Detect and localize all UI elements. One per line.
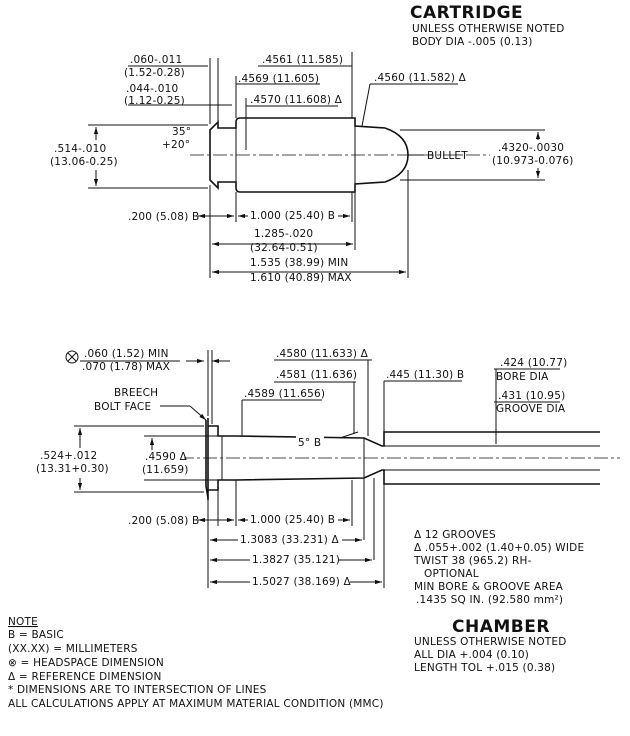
rim-thickness-1: .060-.011 xyxy=(130,54,182,66)
body-mid-dia: .4570 (11.608) Δ xyxy=(250,94,343,106)
rim-dia-2: (13.06-0.25) xyxy=(50,156,118,168)
cartridge-outline xyxy=(190,117,520,193)
headspace-max: .070 (1.78) MAX xyxy=(82,361,170,373)
chamber-dia-2: .4581 (11.636) xyxy=(276,369,357,381)
mouth-dia: .4560 (11.582) Δ xyxy=(374,72,467,84)
note-title: NOTE xyxy=(8,616,38,628)
note-line-2: (XX.XX) = MILLIMETERS xyxy=(8,643,138,655)
rim-groove-1: .044-.010 xyxy=(126,83,178,95)
rim-dia-1: .514-.010 xyxy=(54,143,106,155)
rim-thickness-2: (1.52-0.28) xyxy=(124,67,185,79)
bore-dia-2: BORE DIA xyxy=(496,371,549,383)
chamber-section: .060 (1.52) MIN .070 (1.78) MAX .4580 (1… xyxy=(30,348,620,674)
body-near-dia: .4561 (11.585) xyxy=(262,54,343,66)
cartridge-dims: .060-.011 (1.52-0.28) .044-.010 (1.12-0.… xyxy=(48,52,574,284)
chamber-note-3: LENGTH TOL +.015 (0.38) xyxy=(414,662,555,674)
recess-dia-2: (13.31+0.30) xyxy=(36,463,109,475)
throat-dia: .445 (11.30) B xyxy=(386,369,464,381)
cart-basic-len: 1.000 (25.40) B xyxy=(250,210,335,222)
rim-angle-2: +20° xyxy=(162,139,190,151)
case-len-2: (32.64-0.51) xyxy=(250,242,318,254)
chamber-title: CHAMBER xyxy=(452,617,550,637)
bullet-dia-2: (10.973-0.076) xyxy=(492,155,574,167)
chamber-angle: 5° B xyxy=(298,437,321,449)
chamber-note-1: UNLESS OTHERWISE NOTED xyxy=(414,636,567,648)
oal-min: 1.535 (38.99) MIN xyxy=(250,257,348,269)
rifling-line-6: .1435 SQ IN. (92.580 mm²) xyxy=(416,594,563,606)
cart-base-dim: .200 (5.08) B xyxy=(128,211,199,223)
breech-label-2: BOLT FACE xyxy=(94,401,151,413)
cartridge-note-2: BODY DIA -.005 (0.13) xyxy=(412,36,533,48)
bullet-label: BULLET xyxy=(427,150,468,162)
rifling-line-5: MIN BORE & GROOVE AREA xyxy=(414,581,564,593)
chamber-body-2: (11.659) xyxy=(142,464,189,476)
note-line-1: B = BASIC xyxy=(8,629,64,641)
body-rim-dia: .4569 (11.605) xyxy=(238,73,319,85)
rim-angle-1: 35° xyxy=(172,126,191,138)
cartridge-note-1: UNLESS OTHERWISE NOTED xyxy=(412,23,565,35)
chamber-len-2: 1.3827 (35.121) xyxy=(252,554,340,566)
cartridge-title: CARTRIDGE xyxy=(410,3,523,23)
groove-dia-1: .431 (10.95) xyxy=(498,390,565,402)
rifling-line-4: OPTIONAL xyxy=(424,568,479,580)
chamber-basic-len: 1.000 (25.40) B xyxy=(250,514,335,526)
chamber-note-2: ALL DIA +.004 (0.10) xyxy=(414,649,529,661)
oal-max: 1.610 (40.89) MAX xyxy=(250,272,352,284)
rifling-notes: Δ 12 GROOVES Δ .055+.002 (1.40+0.05) WID… xyxy=(413,529,584,606)
groove-dia-2: GROOVE DIA xyxy=(496,403,566,415)
bore-dia-1: .424 (10.77) xyxy=(500,357,567,369)
rifling-line-2: Δ .055+.002 (1.40+0.05) WIDE xyxy=(414,542,584,554)
general-note: NOTE B = BASIC (XX.XX) = MILLIMETERS ⊗ =… xyxy=(8,616,384,710)
chamber-base-dim: .200 (5.08) B xyxy=(128,515,199,527)
chamber-len-3: 1.5027 (38.169) Δ xyxy=(252,576,352,588)
note-line-4: Δ = REFERENCE DIMENSION xyxy=(8,671,162,683)
rifling-line-1: Δ 12 GROOVES xyxy=(414,529,496,541)
rifling-line-3: TWIST 38 (965.2) RH- xyxy=(413,555,532,567)
chamber-dia-3: .4589 (11.656) xyxy=(244,388,325,400)
chamber-len-1: 1.3083 (33.231) Δ xyxy=(240,534,340,546)
chamber-dims: .060 (1.52) MIN .070 (1.78) MAX .4580 (1… xyxy=(30,348,567,588)
rim-groove-2: (1.12-0.25) xyxy=(124,95,185,107)
case-len-1: 1.285-.020 xyxy=(254,228,313,240)
bullet-dia-1: .4320-.0030 xyxy=(498,142,564,154)
chamber-outline xyxy=(180,418,620,500)
note-line-5: * DIMENSIONS ARE TO INTERSECTION OF LINE… xyxy=(8,684,267,696)
note-line-3: ⊗ = HEADSPACE DIMENSION xyxy=(8,657,164,669)
cartridge-section: CARTRIDGE UNLESS OTHERWISE NOTED BODY DI… xyxy=(48,3,574,284)
recess-dia-1: .524+.012 xyxy=(40,450,97,462)
note-line-6: ALL CALCULATIONS APPLY AT MAXIMUM MATERI… xyxy=(8,698,384,710)
breech-label-1: BREECH xyxy=(114,387,158,399)
chamber-dia-1: .4580 (11.633) Δ xyxy=(276,348,369,360)
chamber-body-1: .4590 Δ xyxy=(145,451,188,463)
headspace-min: .060 (1.52) MIN xyxy=(84,348,169,360)
